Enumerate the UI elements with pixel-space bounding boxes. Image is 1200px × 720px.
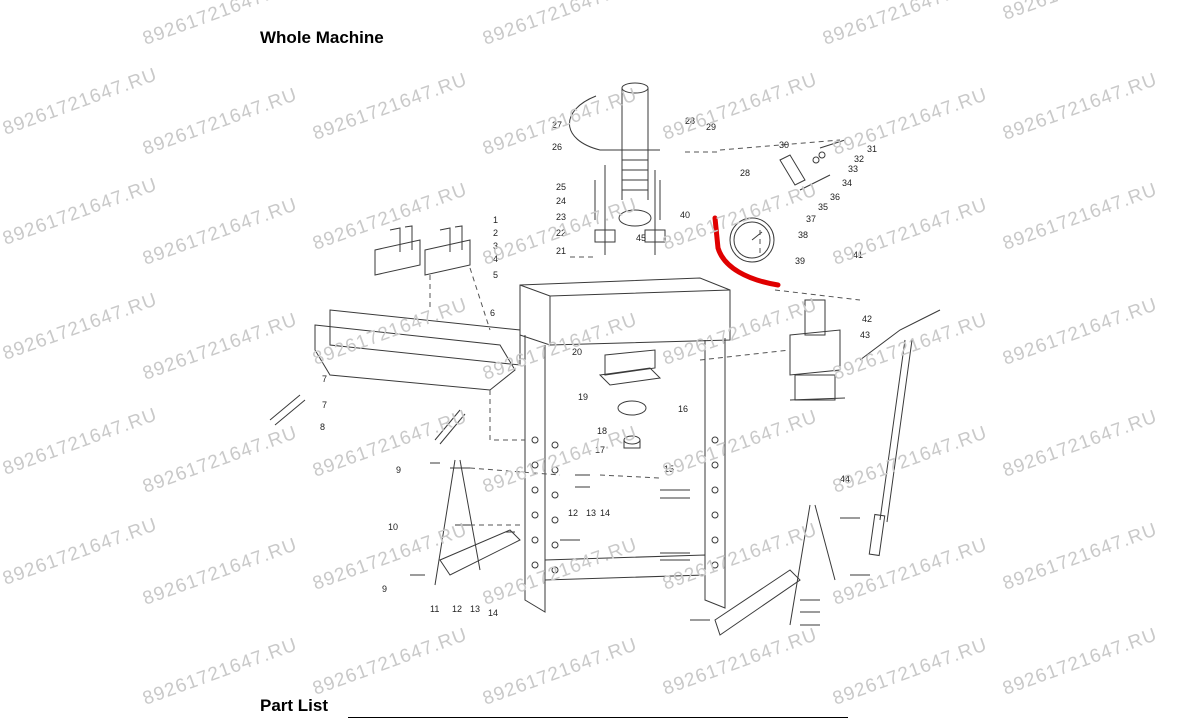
part-label: 32 — [854, 154, 864, 164]
plate-back — [329, 309, 521, 366]
part-label: 18 — [597, 426, 607, 436]
part-label: 2 — [493, 228, 498, 238]
part-label: 10 — [388, 522, 398, 532]
upright-holes — [531, 436, 719, 574]
part-label: 8 — [320, 422, 325, 432]
part-label: 14 — [488, 608, 498, 618]
pump-handle — [859, 309, 941, 523]
divider — [348, 717, 848, 718]
part-label: 20 — [572, 347, 582, 357]
part-label: 26 — [552, 142, 562, 152]
bracket-left — [374, 225, 421, 276]
part-label: 34 — [842, 178, 852, 188]
section-heading-part-list: Part List — [260, 696, 329, 715]
frame-right-upright — [704, 338, 726, 609]
part-label: 43 — [860, 330, 870, 340]
part-label: 44 — [840, 474, 850, 484]
fasteners — [410, 462, 870, 626]
part-label: 39 — [795, 256, 805, 266]
part-label: 22 — [556, 228, 566, 238]
part-label: 31 — [867, 144, 877, 154]
part-label: 27 — [552, 120, 562, 130]
part-label: 13 — [586, 508, 596, 518]
part-label: 35 — [818, 202, 828, 212]
part-label: 11 — [430, 604, 439, 614]
ram-plate — [598, 349, 662, 386]
part-label: 42 — [862, 314, 872, 324]
part-label: 38 — [798, 230, 808, 240]
part-label: 7 — [322, 400, 327, 410]
bracket-right — [424, 225, 471, 276]
part-label: 15 — [664, 464, 674, 474]
part-label: 6 — [490, 308, 495, 318]
part-label: 12 — [568, 508, 578, 518]
leg-right — [789, 504, 836, 626]
part-label: 14 — [600, 508, 610, 518]
part-label: 23 — [556, 212, 566, 222]
part-label: 25 — [556, 182, 566, 192]
pump-body — [789, 329, 841, 376]
part-label: 19 — [578, 392, 588, 402]
part-label: 9 — [396, 465, 401, 475]
part-label: 9 — [382, 584, 387, 594]
part-label: 33 — [848, 164, 858, 174]
part-label: 30 — [779, 140, 789, 150]
frame-left-upright — [524, 335, 546, 613]
part-label: 5 — [493, 270, 498, 280]
part-label: 7 — [322, 374, 327, 384]
part-label: 40 — [680, 210, 690, 220]
part-label: 29 — [706, 122, 716, 132]
part-label: 4 — [493, 254, 498, 264]
leg-left — [434, 459, 481, 586]
part-label: 24 — [556, 196, 566, 206]
part-label: 28 — [685, 116, 695, 126]
highlighted-hose-39 — [712, 215, 781, 288]
part-label: 12 — [452, 604, 462, 614]
part-label: 13 — [470, 604, 480, 614]
part-label: 36 — [830, 192, 840, 202]
part-label: 41 — [853, 250, 863, 260]
hose — [569, 95, 660, 151]
pin-left — [269, 394, 306, 426]
pressure-gauge — [729, 217, 775, 263]
part-label: 37 — [806, 214, 816, 224]
pin-right — [434, 409, 466, 445]
ram-collar — [617, 400, 647, 416]
part-label: 16 — [678, 404, 688, 414]
part-label: 28 — [740, 168, 750, 178]
page-title: Whole Machine — [260, 28, 384, 47]
part-label: 1 — [493, 215, 498, 225]
hydraulic-cylinder — [621, 88, 649, 200]
part-label: 45 — [636, 233, 646, 243]
foot-left — [439, 529, 521, 576]
foot-right — [714, 569, 801, 636]
part-label: 3 — [493, 241, 498, 251]
part-label: 17 — [595, 445, 605, 455]
frame-bottom-beam — [544, 554, 706, 581]
part-label: 21 — [556, 246, 566, 256]
